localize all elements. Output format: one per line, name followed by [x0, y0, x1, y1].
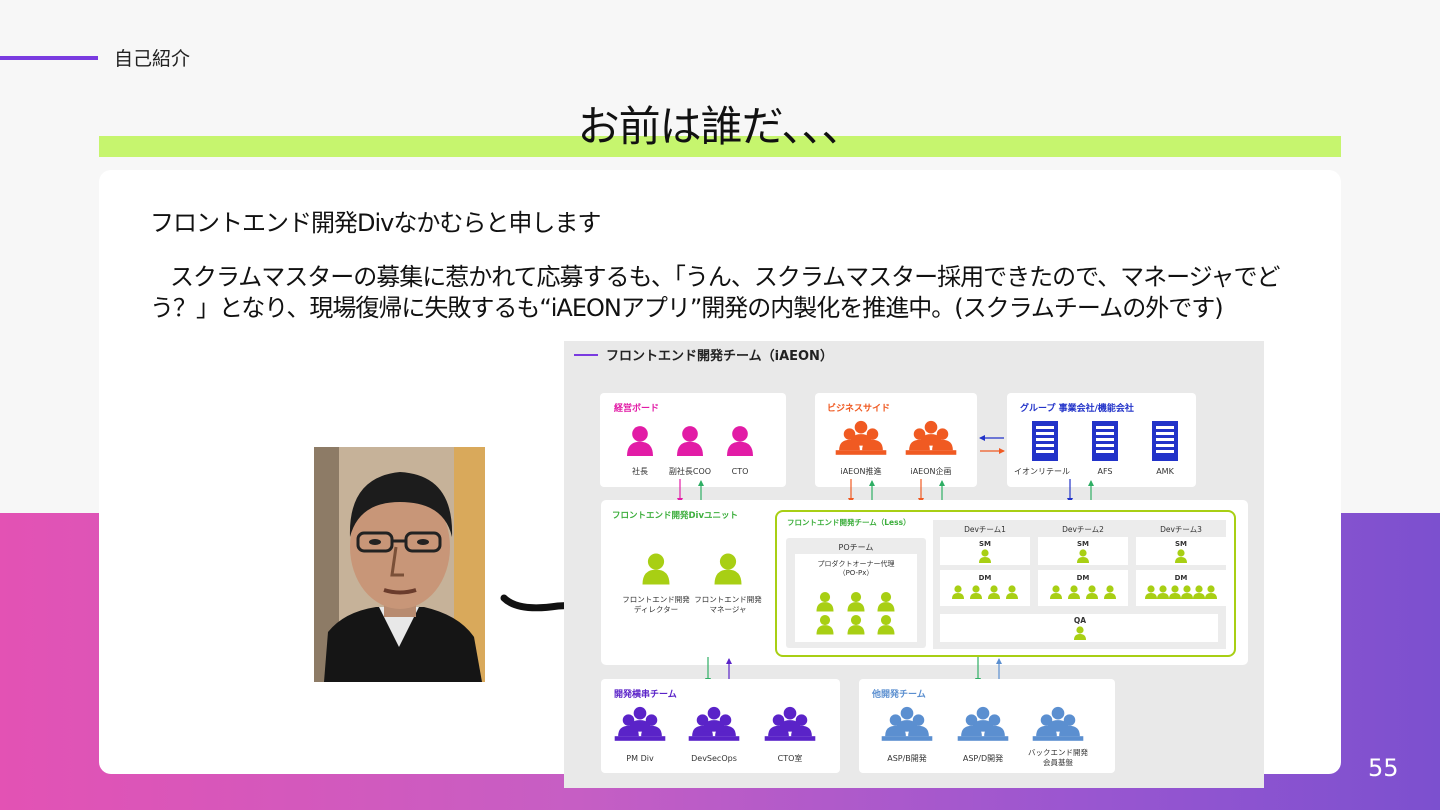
sm-label: SM: [979, 540, 991, 548]
other-team-member-backend-line-2: 会員基盤: [1043, 757, 1073, 767]
sm-label: SM: [1077, 540, 1089, 548]
board-member: 副社長COO: [669, 466, 711, 476]
frontend-manager-line-2: マネージャ: [710, 605, 747, 614]
intro-line: フロントエンド開発Divなかむらと申します: [150, 209, 601, 237]
po-subtitle: プロダクトオーナー代理（PO-Px）: [818, 559, 895, 577]
section-label: 自己紹介: [114, 48, 191, 70]
frontend-manager-label: フロントエンド開発マネージャ: [694, 595, 762, 614]
frontend-director-line-1: フロントエンド開発: [622, 595, 690, 604]
org-title: フロントエンド開発チーム（iAEON）: [606, 348, 833, 364]
frontend-director-label: フロントエンド開発ディレクター: [622, 595, 690, 614]
cross-team-member: CTO室: [778, 753, 803, 763]
cross-team-member: DevSecOps: [691, 754, 737, 763]
profile-photo: [314, 447, 485, 682]
board-title: 経営ボード: [614, 402, 659, 414]
po-team-title: POチーム: [839, 543, 874, 552]
frontend-div-title: フロントエンド開発Divユニット: [612, 510, 738, 521]
group-member: AFS: [1097, 467, 1112, 476]
frontend-director-line-2: ディレクター: [634, 604, 678, 614]
business-title: ビジネスサイド: [827, 402, 890, 414]
building-icon: [1092, 421, 1118, 461]
frontend-manager-line-1: フロントエンド開発: [694, 595, 762, 604]
page-number: 55: [1368, 754, 1399, 782]
business-member: iAEON推進: [840, 466, 881, 476]
building-icon: [1032, 421, 1058, 461]
other-team-member-backend-line-1: バックエンド開発: [1028, 748, 1088, 757]
dev-team-title: Devチーム1: [964, 525, 1006, 534]
other-team-member: ASP/B開発: [887, 754, 927, 763]
org-title-line: [574, 354, 598, 356]
dev-team-title: Devチーム3: [1160, 525, 1202, 534]
building-icon: [1152, 421, 1178, 461]
dm-label: DM: [1077, 574, 1090, 582]
description-paragraph: スクラムマスターの募集に惹かれて応募するも、「うん、スクラムマスター採用できたの…: [150, 262, 1280, 324]
qa-label: QA: [1074, 616, 1086, 625]
description-text: スクラムマスターの募集に惹かれて応募するも、「うん、スクラムマスター採用できたの…: [150, 263, 1280, 322]
sm-label: SM: [1175, 540, 1187, 548]
group-member: AMK: [1156, 467, 1174, 476]
dm-label: DM: [1175, 574, 1188, 582]
group-member: イオンリテール: [1014, 467, 1070, 476]
other-team-member: ASP/D開発: [963, 754, 1003, 763]
dm-label: DM: [979, 574, 992, 582]
board-member: CTO: [732, 467, 749, 476]
po-subtitle-line-2: （PO-Px）: [839, 569, 874, 577]
dev-team-title: Devチーム2: [1062, 525, 1104, 534]
business-box: [815, 393, 977, 487]
po-subtitle-line-1: プロダクトオーナー代理: [818, 559, 895, 568]
section-accent-line: [0, 56, 98, 60]
title-highlight-bar: [99, 136, 1341, 157]
slide-title: お前は誰だ、、、: [577, 102, 864, 151]
board-member: 社長: [632, 466, 648, 476]
other-team-title: 他開発チーム: [871, 688, 926, 700]
org-chart-diagram: フロントエンド開発チーム（iAEON） 経営ボード 社長 副社長COO CTO …: [574, 348, 1248, 773]
frontend-team-title: フロントエンド開発チーム（Less）: [787, 517, 911, 527]
other-team-member-backend: バックエンド開発会員基盤: [1028, 748, 1088, 767]
group-title: グループ 事業会社/機能会社: [1020, 402, 1134, 414]
cross-team-member: PM Div: [626, 754, 654, 763]
cross-team-title: 開発横串チーム: [614, 688, 677, 700]
business-member: iAEON企画: [910, 466, 951, 476]
org-chart: フロントエンド開発チーム（iAEON） 経営ボード 社長 副社長COO CTO …: [564, 341, 1264, 788]
